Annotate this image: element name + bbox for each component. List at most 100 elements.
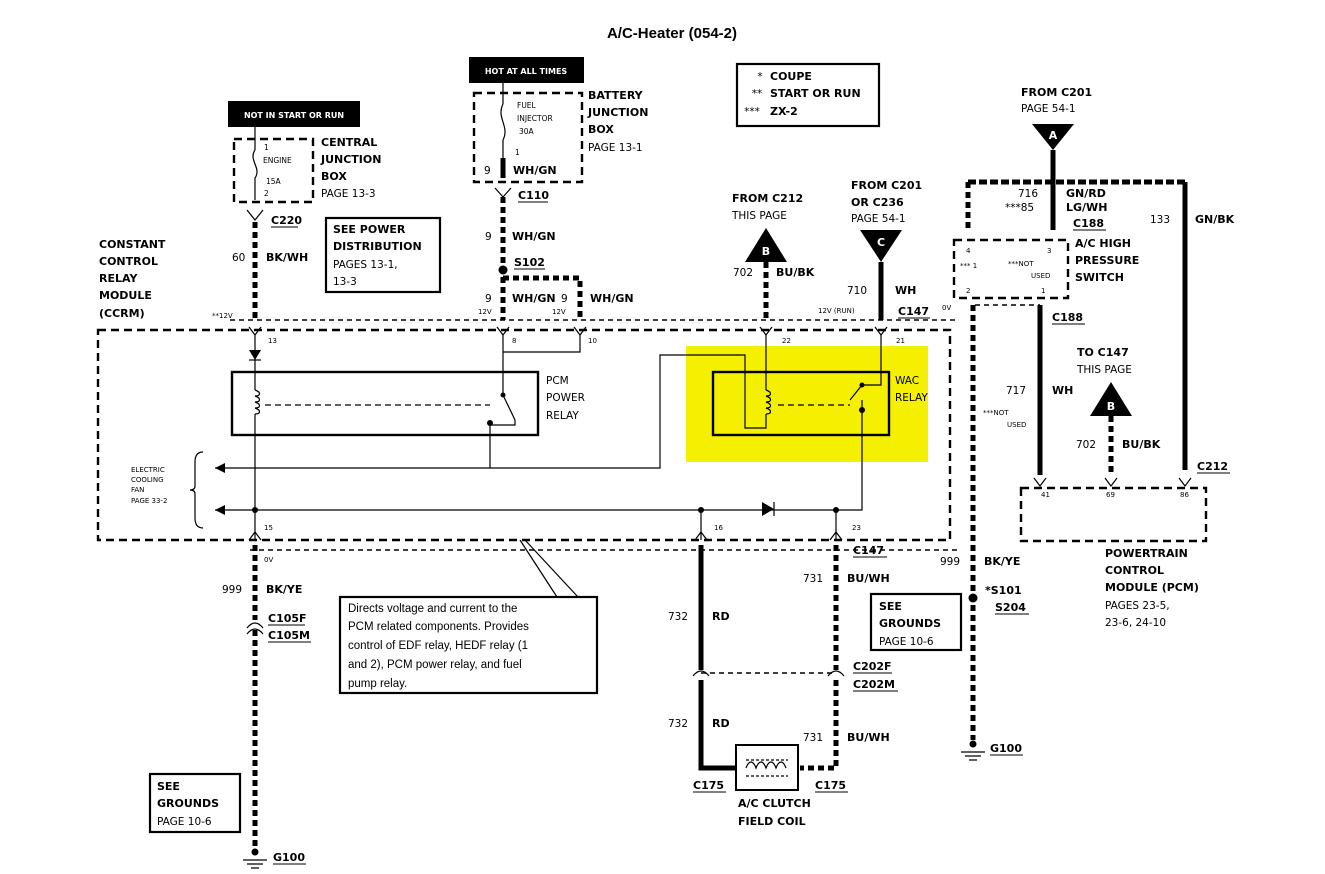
- svg-text:CONTROL: CONTROL: [99, 255, 158, 268]
- svg-text:732: 732: [668, 718, 688, 730]
- svg-text:BOX: BOX: [588, 123, 614, 136]
- svg-text:15: 15: [264, 524, 273, 532]
- svg-text:GN/BK: GN/BK: [1195, 213, 1235, 226]
- svg-text:0V: 0V: [942, 304, 951, 312]
- ac-high-pressure-switch: 4 3 *** 1 ***NOT USED 2 1 A/C HIGH PRESS…: [952, 237, 1139, 300]
- svg-text:PRESSURE: PRESSURE: [1075, 254, 1139, 267]
- svg-text:MODULE (PCM): MODULE (PCM): [1105, 581, 1199, 594]
- svg-text:C105F: C105F: [268, 612, 307, 625]
- see-power-distribution-note: SEE POWER DISTRIBUTION PAGES 13-1, 13-3: [324, 216, 442, 294]
- svg-text:1: 1: [515, 148, 520, 157]
- powertrain-control-module: 41 69 86 POWERTRAIN CONTROL MODULE (PCM)…: [1019, 486, 1208, 629]
- svg-text:BU/WH: BU/WH: [847, 731, 890, 744]
- circuit-60-wire: C220 60 BK/WH: [232, 209, 308, 320]
- svg-text:999: 999: [222, 584, 242, 596]
- svg-text:C202F: C202F: [853, 660, 892, 673]
- svg-text:41: 41: [1041, 491, 1050, 499]
- svg-text:ENGINE: ENGINE: [263, 156, 292, 165]
- svg-text:2: 2: [966, 287, 970, 295]
- svg-text:WH: WH: [1052, 384, 1073, 397]
- svg-text:702: 702: [1076, 439, 1096, 451]
- svg-text:*S101: *S101: [985, 584, 1022, 597]
- svg-text:G100: G100: [273, 851, 305, 864]
- svg-text:731: 731: [803, 573, 823, 585]
- svg-text:ZX-2: ZX-2: [770, 105, 798, 118]
- svg-text:B: B: [762, 245, 770, 258]
- from-c212-marker: FROM C212 THIS PAGE B 702 BU/BK: [731, 192, 815, 320]
- svg-text:ELECTRIC: ELECTRIC: [131, 466, 165, 474]
- svg-text:22: 22: [782, 337, 791, 345]
- svg-text:BK/YE: BK/YE: [984, 555, 1020, 568]
- svg-text:pump relay.: pump relay.: [348, 678, 407, 690]
- svg-text:INJECTOR: INJECTOR: [517, 114, 553, 123]
- svg-text:WH/GN: WH/GN: [512, 230, 556, 243]
- svg-text:PAGE 13-1: PAGE 13-1: [588, 142, 643, 154]
- svg-text:C147: C147: [853, 544, 884, 557]
- svg-text:9: 9: [561, 293, 568, 305]
- ccrm-internal-diode: 15 16 23: [248, 502, 861, 541]
- svg-text:12V (RUN): 12V (RUN): [818, 307, 855, 315]
- svg-text:Directs voltage and current to: Directs voltage and current to the: [348, 603, 517, 615]
- ccrm-description-callout: Directs voltage and current to the PCM r…: [338, 539, 599, 695]
- svg-text:BU/BK: BU/BK: [776, 266, 815, 279]
- svg-text:BU/BK: BU/BK: [1122, 438, 1161, 451]
- svg-text:**12V: **12V: [212, 312, 233, 320]
- svg-text:WH/GN: WH/GN: [513, 164, 557, 177]
- battery-junction-box: FUEL INJECTOR 30A 1 9 WH/GN BATTERY JUNC…: [472, 83, 648, 184]
- wac-relay-highlight: [686, 346, 928, 462]
- svg-text:***: ***: [744, 106, 760, 118]
- svg-text:COUPE: COUPE: [770, 70, 812, 83]
- svg-text:RELAY: RELAY: [99, 272, 138, 285]
- svg-text:FIELD COIL: FIELD COIL: [738, 815, 806, 828]
- svg-text:CONTROL: CONTROL: [1105, 564, 1164, 577]
- svg-text:THIS PAGE: THIS PAGE: [1076, 364, 1132, 376]
- svg-text:PAGE 33-2: PAGE 33-2: [131, 497, 167, 505]
- clutch-circuit-wires: C147 732 RD 731 BU/WH C202F C202M 732 RD…: [668, 544, 898, 793]
- svg-text:732: 732: [668, 611, 688, 623]
- svg-text:HOT AT ALL TIMES: HOT AT ALL TIMES: [485, 67, 568, 76]
- svg-text:A/C CLUTCH: A/C CLUTCH: [738, 797, 811, 810]
- svg-text:C147: C147: [898, 305, 929, 318]
- electric-cooling-fan: ELECTRIC COOLING FAN PAGE 33-2: [131, 451, 225, 529]
- svg-text:COOLING: COOLING: [131, 476, 164, 484]
- svg-text:9: 9: [485, 231, 492, 243]
- svg-text:710: 710: [847, 285, 867, 297]
- svg-text:9: 9: [485, 293, 492, 305]
- svg-text:23-6, 24-10: 23-6, 24-10: [1105, 617, 1166, 629]
- svg-text:999: 999: [940, 556, 960, 568]
- svg-text:60: 60: [232, 252, 245, 264]
- svg-text:JUNCTION: JUNCTION: [320, 153, 381, 166]
- svg-text:CONSTANT: CONSTANT: [99, 238, 166, 251]
- svg-text:9: 9: [484, 165, 491, 177]
- svg-text:RD: RD: [712, 717, 730, 730]
- svg-text:1: 1: [1041, 287, 1045, 295]
- svg-text:and 2), PCM power relay, and f: and 2), PCM power relay, and fuel: [348, 659, 522, 671]
- svg-text:716: 716: [1018, 188, 1038, 200]
- svg-text:16: 16: [714, 524, 723, 532]
- ac-clutch-field-coil: A/C CLUTCH FIELD COIL: [735, 744, 811, 828]
- svg-text:C220: C220: [271, 214, 302, 227]
- see-grounds-left-note: SEE GROUNDS PAGE 10-6: [148, 772, 242, 834]
- from-c201-marker: FROM C201 PAGE 54-1 A 716 ***85 GN/RD LG…: [965, 86, 1235, 470]
- svg-text:FROM C212: FROM C212: [732, 192, 803, 205]
- svg-text:C175: C175: [693, 779, 724, 792]
- svg-text:FROM C201: FROM C201: [1021, 86, 1092, 99]
- svg-text:PAGE 54-1: PAGE 54-1: [1021, 103, 1076, 115]
- svg-text:PAGE 54-1: PAGE 54-1: [851, 213, 906, 225]
- circuit-9-wire: C110 9 WH/GN S102 9 WH/GN 9 WH/GN 12V 12…: [478, 187, 634, 320]
- svg-text:FAN: FAN: [131, 486, 144, 494]
- svg-text:OR C236: OR C236: [851, 196, 904, 209]
- not-in-start-or-run-tag: NOT IN START OR RUN: [228, 101, 360, 127]
- ccrm-module: CONSTANT CONTROL RELAY MODULE (CCRM) **1…: [96, 238, 960, 551]
- svg-text:3: 3: [1047, 247, 1051, 255]
- svg-text:717: 717: [1006, 385, 1026, 397]
- svg-text:***NOT: ***NOT: [983, 409, 1009, 417]
- svg-text:12V: 12V: [478, 308, 492, 316]
- svg-text:FROM C201: FROM C201: [851, 179, 922, 192]
- svg-text:702: 702: [733, 267, 753, 279]
- wac-relay: WAC RELAY: [215, 335, 928, 511]
- svg-text:C175: C175: [815, 779, 846, 792]
- svg-text:WH/GN: WH/GN: [590, 292, 634, 305]
- s102-splice: [498, 265, 508, 275]
- svg-text:1: 1: [264, 143, 269, 152]
